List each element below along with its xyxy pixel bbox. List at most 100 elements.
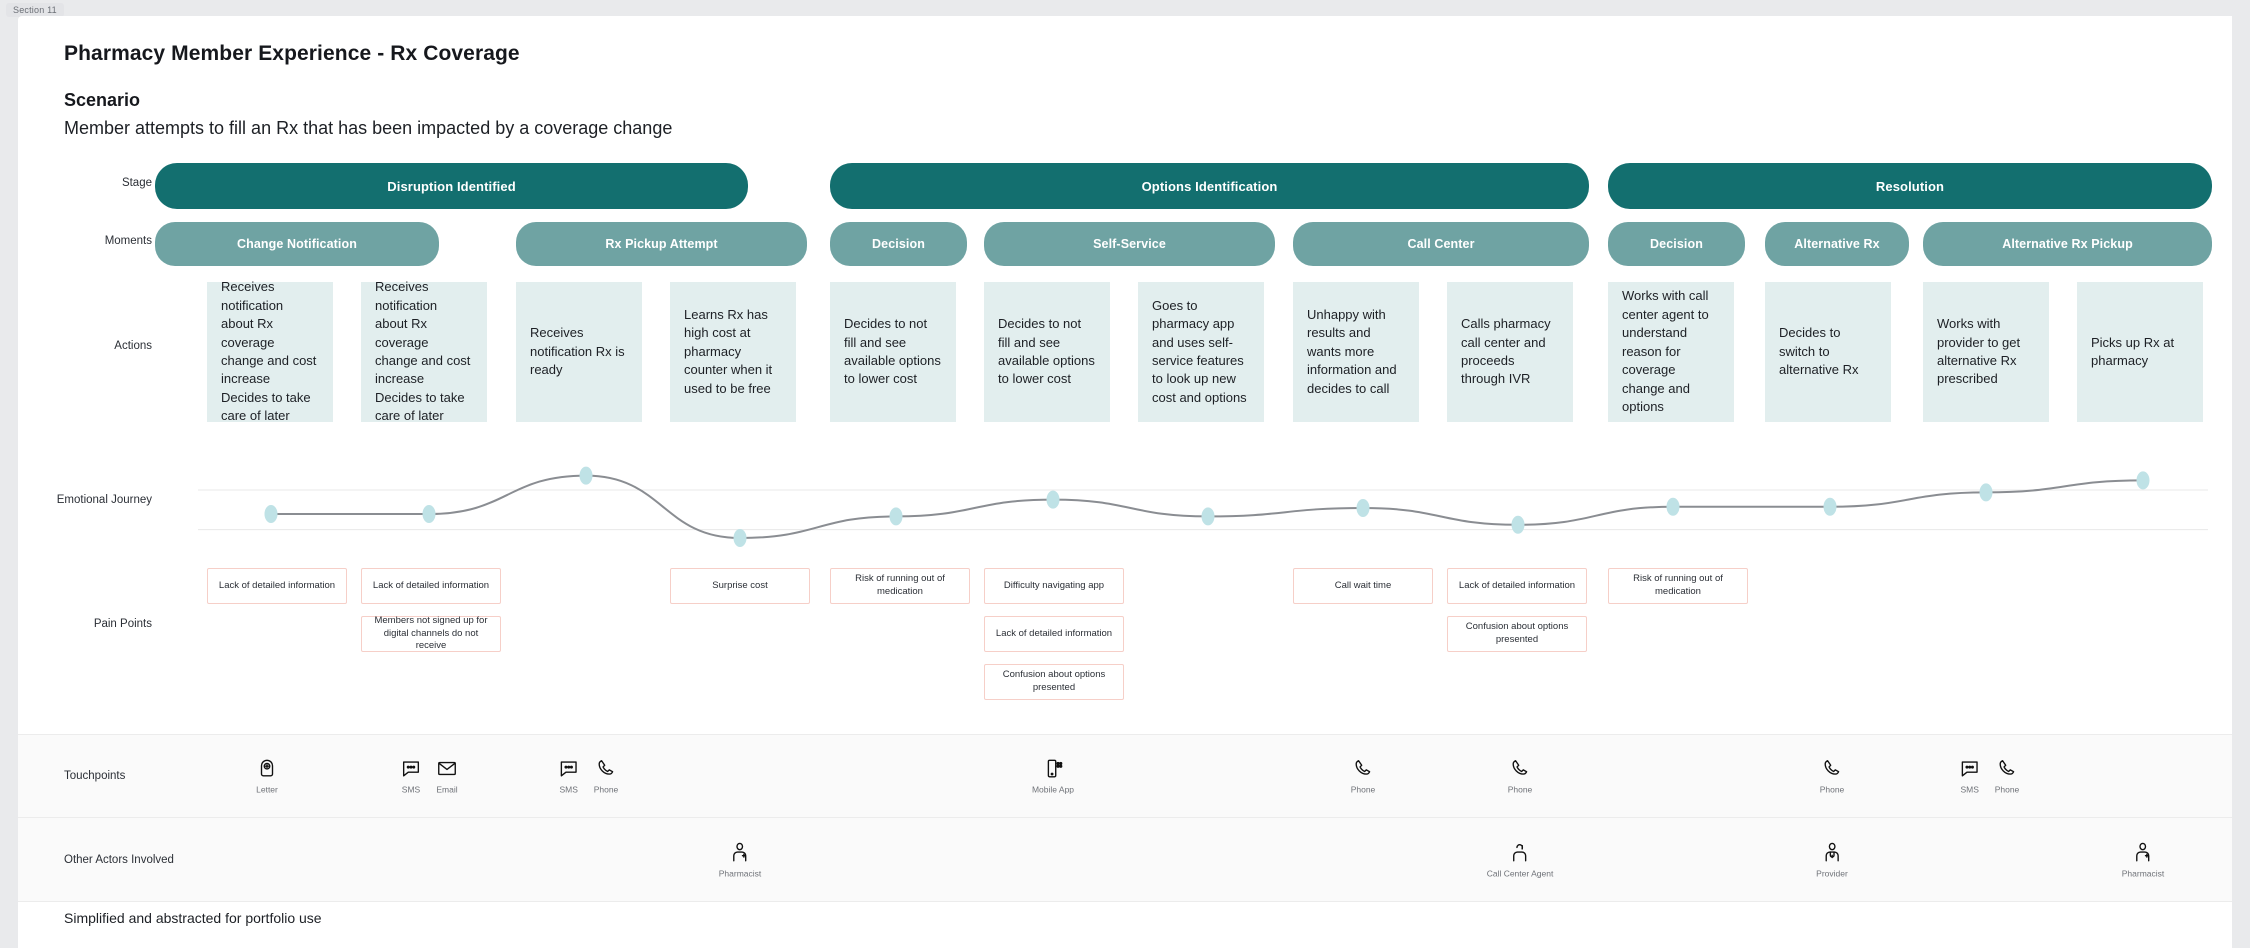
- touchpoint-caption: Letter: [256, 784, 278, 795]
- pain-point-card: Surprise cost: [670, 568, 810, 604]
- emotion-point[interactable]: [889, 507, 903, 526]
- touchpoint-item[interactable]: Email: [436, 758, 458, 795]
- moment-label: Alternative Rx: [1794, 237, 1880, 251]
- touchpoint-caption: Email: [436, 784, 458, 795]
- moment-pill[interactable]: Decision: [830, 222, 967, 266]
- moment-pill[interactable]: Call Center: [1293, 222, 1589, 266]
- row-label-other-actors: Other Actors Involved: [64, 853, 174, 866]
- phone-icon: [1509, 758, 1531, 780]
- moment-label: Self-Service: [1093, 237, 1166, 251]
- stage-pill[interactable]: Resolution: [1608, 163, 2212, 209]
- emotion-point[interactable]: [733, 529, 747, 547]
- touchpoint-item[interactable]: SMS: [400, 758, 422, 795]
- moment-pill[interactable]: Decision: [1608, 222, 1745, 266]
- action-card: Picks up Rx at pharmacy: [2077, 282, 2203, 422]
- moment-label: Alternative Rx Pickup: [2002, 237, 2133, 251]
- section-tab-chip[interactable]: Section 11: [6, 3, 64, 17]
- moment-pill[interactable]: Alternative Rx: [1765, 222, 1909, 266]
- row-label-moments: Moments: [104, 235, 152, 247]
- pain-point-card: Confusion about options presented: [1447, 616, 1587, 652]
- phone-icon: [1352, 758, 1374, 780]
- stage-pill[interactable]: Disruption Identified: [155, 163, 748, 209]
- sms-icon: [558, 758, 580, 780]
- touchpoint-item[interactable]: SMS: [1959, 758, 1981, 795]
- touchpoint-item[interactable]: Phone: [1351, 758, 1375, 795]
- emotion-point[interactable]: [422, 505, 436, 523]
- emotional-journey-lane: Emotional Journey: [18, 442, 2232, 562]
- actor-group: Pharmacist: [2121, 841, 2165, 878]
- moment-pill[interactable]: Alternative Rx Pickup: [1923, 222, 2212, 266]
- pain-point-card: Risk of running out of medication: [830, 568, 970, 604]
- emotion-point[interactable]: [1979, 483, 1993, 502]
- pain-point-card: Risk of running out of medication: [1608, 568, 1748, 604]
- emotion-point[interactable]: [1201, 507, 1215, 526]
- moment-pill[interactable]: Change Notification: [155, 222, 439, 266]
- scenario-text: Member attempts to fill an Rx that has b…: [64, 118, 673, 138]
- action-card: Works with call center agent to understa…: [1608, 282, 1734, 422]
- touchpoint-item[interactable]: Phone: [593, 758, 619, 795]
- phone-icon: [1821, 758, 1843, 780]
- touchpoint-group: SMS Phone: [1959, 758, 2020, 795]
- moments-lane: Moments Change Notification Rx Pickup Att…: [18, 222, 2232, 266]
- emotion-point[interactable]: [1046, 490, 1060, 509]
- touchpoint-item[interactable]: Letter: [256, 758, 278, 795]
- touchpoint-group: Phone: [1508, 758, 1532, 795]
- pain-point-card: Confusion about options presented: [984, 664, 1124, 700]
- page-title: Pharmacy Member Experience - Rx Coverage: [64, 42, 520, 65]
- scenario-label: Scenario: [64, 90, 141, 110]
- emotion-point[interactable]: [264, 505, 278, 523]
- footer-note: Simplified and abstracted for portfolio …: [64, 910, 322, 926]
- actor-item[interactable]: Provider: [1816, 841, 1848, 878]
- action-card: Receives notification about Rx coverage …: [207, 279, 333, 423]
- touchpoint-caption: Phone: [1994, 784, 2020, 795]
- sms-icon: [400, 758, 422, 780]
- touchpoint-group: Phone: [1819, 758, 1845, 795]
- letter-icon: [256, 758, 278, 780]
- touchpoint-caption: SMS: [559, 784, 578, 795]
- actor-item[interactable]: Call Center Agent: [1487, 841, 1553, 878]
- emotion-curve-path: [270, 474, 2144, 540]
- touchpoint-group: Mobile App: [1032, 758, 1074, 795]
- touchpoint-item[interactable]: SMS: [558, 758, 580, 795]
- action-card: Decides to not fill and see available op…: [984, 282, 1110, 422]
- touchpoint-item[interactable]: Phone: [1994, 758, 2020, 795]
- actions-lane: Actions Receives notification about Rx c…: [18, 279, 2232, 423]
- sms-icon: [1959, 758, 1981, 780]
- emotion-point[interactable]: [1356, 499, 1370, 517]
- actor-group: Call Center Agent: [1487, 841, 1553, 878]
- pain-point-card: Members not signed up for digital channe…: [361, 615, 501, 652]
- touchpoint-item[interactable]: Phone: [1508, 758, 1532, 795]
- pain-point-card: Lack of detailed information: [207, 568, 347, 604]
- moment-pill[interactable]: Rx Pickup Attempt: [516, 222, 807, 266]
- touchpoint-caption: Phone: [593, 784, 619, 795]
- emotion-curve: [198, 442, 2208, 562]
- moment-label: Decision: [1650, 237, 1703, 251]
- stage-label: Resolution: [1875, 178, 1945, 194]
- moment-label: Decision: [872, 237, 925, 251]
- moment-pill[interactable]: Self-Service: [984, 222, 1275, 266]
- stage-pill[interactable]: Options Identification: [830, 163, 1589, 209]
- emotion-point[interactable]: [1666, 497, 1680, 516]
- emotion-point[interactable]: [1823, 497, 1837, 516]
- pain-point-card: Call wait time: [1293, 568, 1433, 604]
- emotion-point[interactable]: [579, 466, 593, 485]
- actor-item[interactable]: Pharmacist: [718, 841, 762, 878]
- action-card: Receives notification Rx is ready: [516, 282, 642, 422]
- touchpoint-caption: Phone: [1819, 784, 1845, 795]
- emotion-point[interactable]: [2136, 471, 2150, 490]
- action-card: Unhappy with results and wants more info…: [1293, 282, 1419, 422]
- pharmacist-icon: [729, 841, 751, 863]
- touchpoint-caption: SMS: [1960, 784, 1979, 795]
- row-label-pain-points: Pain Points: [93, 618, 152, 630]
- touchpoint-item[interactable]: Mobile App: [1032, 758, 1074, 795]
- actor-caption: Pharmacist: [718, 868, 762, 878]
- actor-caption: Pharmacist: [2121, 868, 2165, 878]
- moment-label: Rx Pickup Attempt: [605, 237, 718, 251]
- touchpoint-item[interactable]: Phone: [1819, 758, 1845, 795]
- actor-item[interactable]: Pharmacist: [2121, 841, 2165, 878]
- emotion-point[interactable]: [1511, 515, 1525, 534]
- action-card: Decides to switch to alternative Rx: [1765, 282, 1891, 422]
- touchpoint-group: SMS Email: [400, 758, 458, 795]
